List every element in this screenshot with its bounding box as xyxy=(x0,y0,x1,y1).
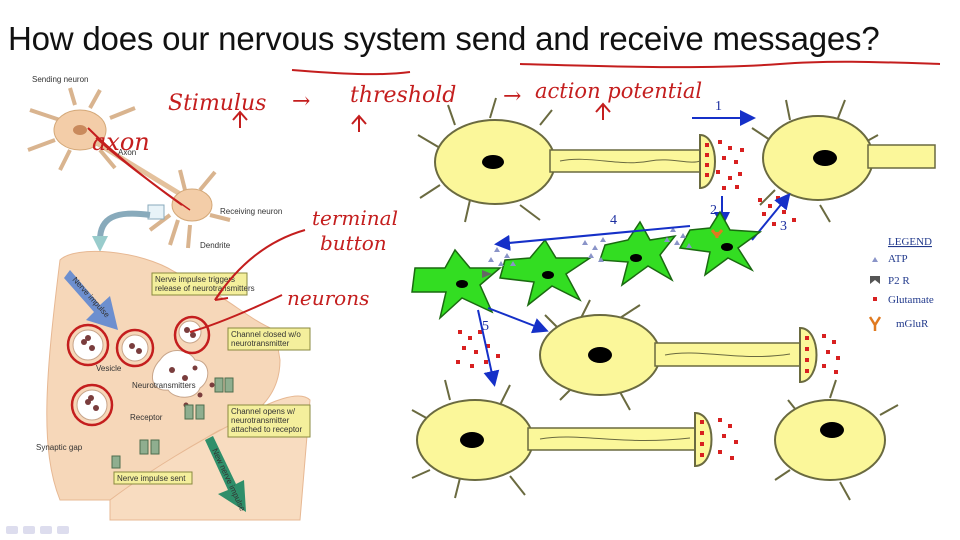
next-slide-icon[interactable] xyxy=(57,526,69,534)
annot-action-potential: action potential xyxy=(535,79,702,103)
glutamate-cluster-right xyxy=(822,334,840,374)
step-1-label: 1 xyxy=(715,99,722,114)
vesicles xyxy=(72,320,202,421)
zoom-arrow xyxy=(97,210,151,241)
label-vesicle: Vesicle xyxy=(96,364,122,373)
annot-threshold: threshold xyxy=(350,83,456,108)
legend-atp: ATP xyxy=(888,253,908,265)
svg-text:release of neurotransmitters: release of neurotransmitters xyxy=(155,284,255,293)
callout-impulse-sent: Nerve impulse sent xyxy=(113,471,193,485)
svg-text:Channel opens w/: Channel opens w/ xyxy=(231,407,296,416)
step-5-label: 5 xyxy=(482,319,489,334)
legend-title: LEGEND xyxy=(888,236,932,248)
svg-text:Nerve impulse sent: Nerve impulse sent xyxy=(117,474,186,483)
label-dendrite: Dendrite xyxy=(200,241,231,250)
neuron-top-right xyxy=(751,99,936,223)
annot-neurons: neurons xyxy=(287,286,369,310)
label-axon: Axon xyxy=(118,148,136,157)
receiving-neuron xyxy=(148,169,231,249)
annot-arrow-2: → xyxy=(503,84,521,109)
label-receiving-neuron: Receiving neuron xyxy=(220,207,282,216)
arrow-step-5a xyxy=(477,309,500,387)
label-synaptic-gap: Synaptic gap xyxy=(36,443,83,452)
svg-text:attached to receptor: attached to receptor xyxy=(231,425,302,434)
receptor-channels xyxy=(111,377,234,469)
svg-text:neurotransmitter: neurotransmitter xyxy=(231,339,290,348)
right-glia-figure: 1 2 3 4 xyxy=(411,97,936,501)
annot-terminal-2: button xyxy=(320,231,387,255)
svg-text:Nerve impulse triggers: Nerve impulse triggers xyxy=(155,275,235,284)
svg-text:neurotransmitter: neurotransmitter xyxy=(231,416,290,425)
glutamate-cluster-bottom xyxy=(718,418,738,460)
mglur-receptor xyxy=(710,229,724,239)
slide-nav-icons[interactable] xyxy=(6,526,69,534)
legend-mglur: mGluR xyxy=(896,318,929,330)
slide-title: How does our nervous system send and rec… xyxy=(8,20,880,57)
arrow-step-4 xyxy=(494,225,691,251)
prev-slide-icon[interactable] xyxy=(6,526,18,534)
legend-p2r: P2 R xyxy=(888,275,910,287)
label-receptor: Receptor xyxy=(130,413,163,422)
annot-terminal-1: terminal xyxy=(312,206,398,230)
neuron-middle xyxy=(539,299,818,411)
glutamate-cluster-top xyxy=(716,140,744,190)
step-4-label: 4 xyxy=(610,213,617,228)
neuron-bottom-right xyxy=(774,379,899,501)
svg-text:Channel closed w/o: Channel closed w/o xyxy=(231,330,301,339)
callout-channel-closed: Channel closed w/o neurotransmitter xyxy=(227,327,311,351)
glutamate-cluster-low xyxy=(456,330,500,368)
menu-icon[interactable] xyxy=(40,526,52,534)
atp-clusters xyxy=(488,227,692,266)
annot-arrow-1: → xyxy=(292,89,310,114)
annot-stimulus: Stimulus xyxy=(168,91,266,116)
label-neurotransmitters: Neurotransmitters xyxy=(132,381,196,390)
astrocyte-chain xyxy=(411,210,763,321)
neuron-bottom-left xyxy=(411,379,713,499)
label-sending-neuron: Sending neuron xyxy=(32,75,89,84)
callout-triggers: Nerve impulse triggers release of neurot… xyxy=(151,272,255,296)
pen-tool-icon[interactable] xyxy=(23,526,35,534)
step-2-label: 2 xyxy=(710,203,717,218)
handwritten-annotations: Stimulus → threshold → action potential … xyxy=(66,60,941,427)
arrow-step-5b xyxy=(487,307,549,334)
neuron-top-left xyxy=(417,97,716,223)
legend-glutamate: Glutamate xyxy=(888,294,934,306)
left-synapse-figure: Sending neuron Axon Receiving neuron Den… xyxy=(27,75,311,521)
legend: LEGEND ATP P2 R Glutamate mGluR xyxy=(868,236,934,331)
step-3-label: 3 xyxy=(780,219,787,234)
callout-channel-opens: Channel opens w/ neurotransmitter attach… xyxy=(227,404,311,438)
